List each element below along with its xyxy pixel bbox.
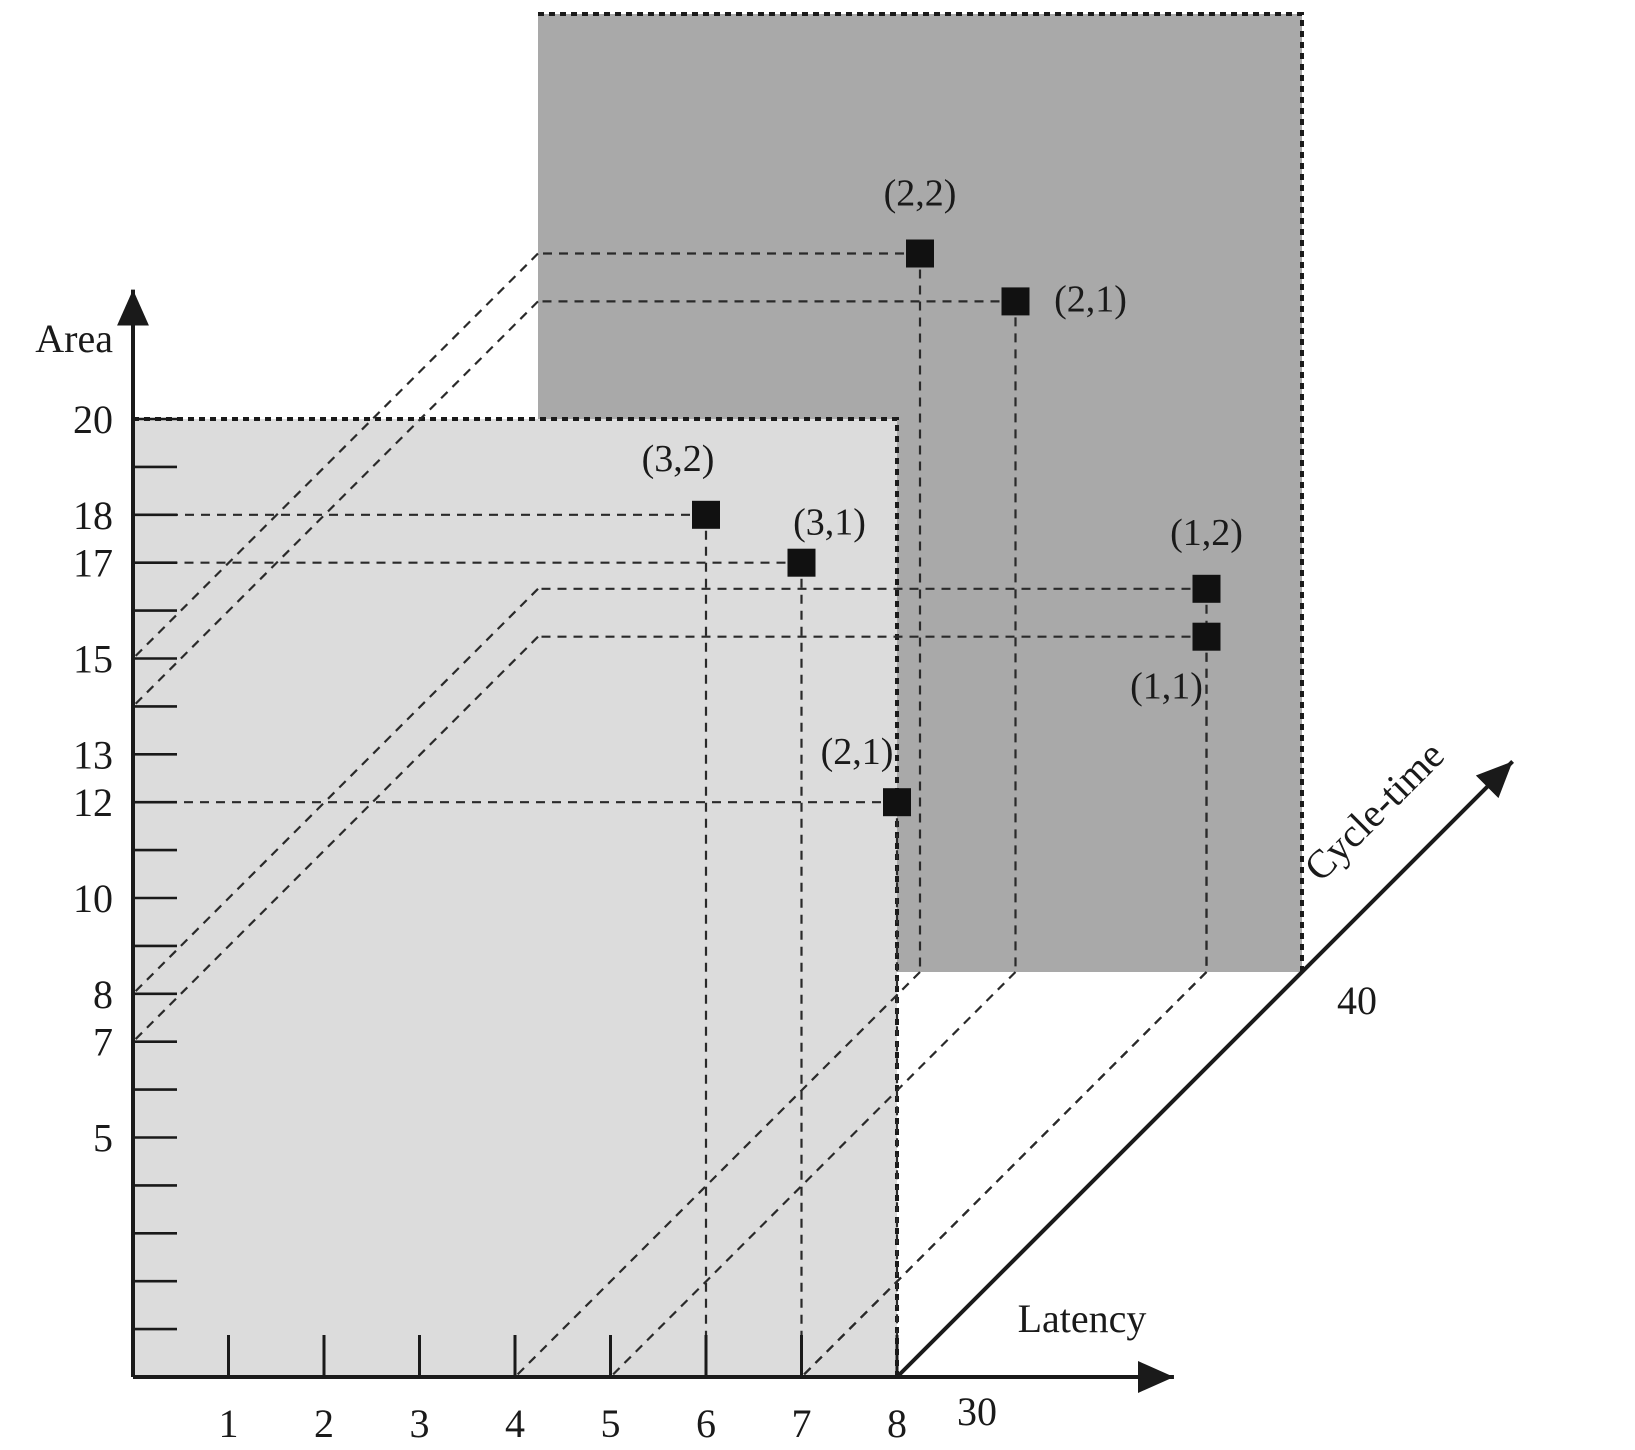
point-label: (1,1): [1130, 666, 1203, 708]
x-tick-label: 4: [505, 1401, 525, 1446]
data-point: [1192, 574, 1221, 603]
x-tick-label: 2: [314, 1401, 334, 1446]
x-tick-label: 1: [219, 1401, 239, 1446]
y-axis-label: Area: [35, 316, 113, 361]
point-label: (2,1): [821, 731, 894, 773]
x-tick-label: 6: [696, 1401, 716, 1446]
point-guides: [132, 252, 922, 1378]
z-tick-label: 30: [957, 1389, 997, 1434]
data-point: [906, 239, 934, 268]
point-guides: [133, 561, 803, 1377]
point-label: (1,2): [1170, 512, 1243, 554]
y-tick-label: 10: [73, 876, 113, 921]
point-label: (3,2): [642, 438, 715, 480]
y-tick-label: 8: [93, 972, 113, 1017]
plane-edge-40: [538, 12, 1304, 972]
y-tick-label: 17: [73, 541, 113, 586]
y-tick-label: 5: [93, 1116, 113, 1161]
axes: [117, 289, 1515, 1393]
y-tick-label: 13: [73, 732, 113, 777]
x-tick-label: 7: [792, 1401, 812, 1446]
z-axis-line: [895, 759, 1515, 1379]
x-axis-label: Latency: [1018, 1296, 1147, 1341]
x-tick-label: 3: [410, 1401, 430, 1446]
x-tick-label: 8: [887, 1401, 907, 1446]
z-axis-label: Cycle-time: [1295, 732, 1452, 889]
data-point: [883, 788, 911, 817]
y-tick-label: 7: [93, 1020, 113, 1065]
z-tick: [1292, 962, 1312, 982]
data-point: [787, 548, 816, 577]
y-tick-label: 18: [73, 493, 113, 538]
data-point: [1192, 622, 1221, 651]
y-tick-label: 12: [73, 780, 113, 825]
point-label: (2,2): [884, 173, 957, 215]
y-tick-label: 15: [73, 637, 113, 682]
z-tick-label: 40: [1337, 978, 1377, 1023]
plane-cycle-time-30: [133, 419, 897, 1377]
data-point: [692, 500, 720, 529]
x-tick-label: 5: [601, 1401, 621, 1446]
point-label: (2,1): [1054, 278, 1127, 320]
y-tick-label: 20: [73, 397, 113, 442]
plane-edge-30: [133, 417, 899, 1377]
point-guides: [132, 635, 1208, 1378]
point-label: (3,1): [793, 502, 866, 544]
data-point: [1001, 287, 1030, 316]
